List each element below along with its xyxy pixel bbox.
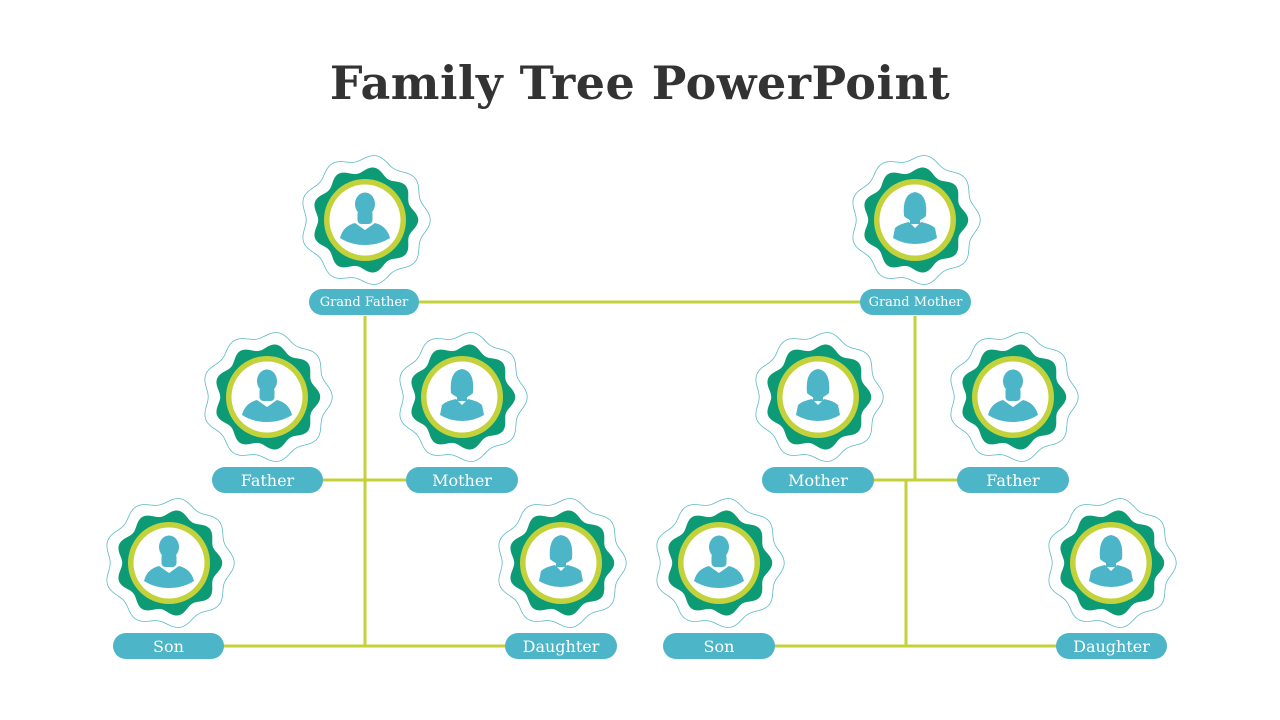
right-mother-badge	[752, 331, 884, 463]
grandmother-label: Grand Mother	[860, 289, 971, 315]
right-daughter-label: Daughter	[1056, 633, 1167, 659]
grandfather-label: Grand Father	[309, 289, 419, 315]
right-mother-label: Mother	[762, 467, 874, 493]
left-daughter-badge	[495, 497, 627, 629]
page-title: Family Tree PowerPoint	[329, 56, 951, 110]
grandmother-badge	[849, 154, 981, 286]
left-father-badge	[201, 331, 333, 463]
left-son-label: Son	[113, 633, 224, 659]
left-son-badge	[103, 497, 235, 629]
right-son-label: Son	[663, 633, 775, 659]
left-father-label: Father	[212, 467, 323, 493]
right-son-badge	[653, 497, 785, 629]
left-mother-label: Mother	[406, 467, 518, 493]
right-father-badge	[947, 331, 1079, 463]
grandfather-badge	[299, 154, 431, 286]
right-father-label: Father	[957, 467, 1069, 493]
right-daughter-badge	[1045, 497, 1177, 629]
left-mother-badge	[396, 331, 528, 463]
left-daughter-label: Daughter	[505, 633, 617, 659]
